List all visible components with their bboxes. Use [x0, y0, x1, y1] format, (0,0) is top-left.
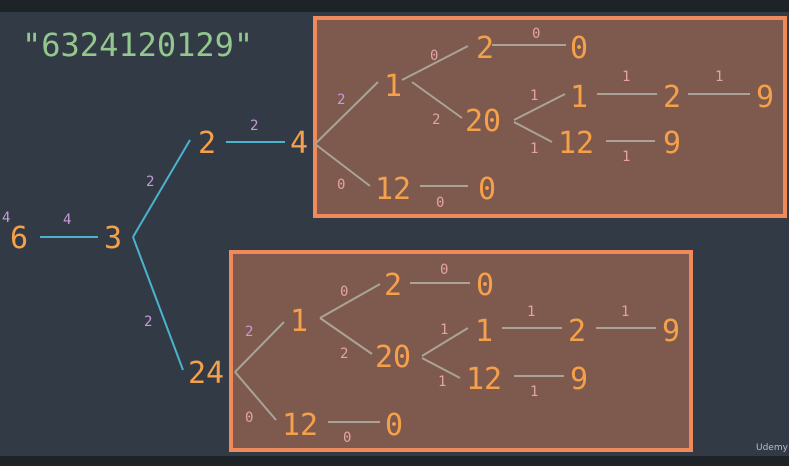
- bottom-label-2-9: 1: [621, 304, 629, 320]
- top-label-20-1: 1: [530, 88, 538, 104]
- bottom-label-24-1: 2: [245, 324, 253, 340]
- top-node-12b: 12: [375, 172, 411, 207]
- bottom-node-20: 20: [375, 340, 411, 375]
- bottom-label-1-20: 2: [340, 346, 348, 362]
- bottom-label-12-0: 0: [343, 430, 351, 446]
- highlight-box-top: [313, 16, 787, 218]
- top-node-20: 20: [465, 104, 501, 139]
- bottom-node-9a: 9: [662, 314, 680, 349]
- bottom-label-2-0: 0: [440, 262, 448, 278]
- top-node-12: 12: [558, 126, 594, 161]
- bottom-node-2b: 2: [568, 314, 586, 349]
- label-3-2: 2: [146, 174, 154, 190]
- top-node-0b: 0: [478, 172, 496, 207]
- label-2-4: 2: [250, 118, 258, 134]
- top-node-0: 0: [570, 31, 588, 66]
- top-node-1b: 1: [570, 80, 588, 115]
- node-4: 4: [290, 126, 308, 161]
- bottom-node-12b: 12: [282, 408, 318, 443]
- bottom-node-1: 1: [290, 304, 308, 339]
- highlight-box-bottom: [229, 250, 693, 452]
- bottom-node-12: 12: [466, 362, 502, 397]
- input-string: "6324120129": [22, 26, 253, 64]
- bottom-label-24-12: 0: [245, 410, 253, 426]
- top-label-2-0: 0: [532, 26, 540, 42]
- top-node-9a: 9: [756, 80, 774, 115]
- node-2: 2: [198, 126, 216, 161]
- bottom-node-2: 2: [384, 268, 402, 303]
- diagram-canvas: "6324120129" 6 3 2 4 24: [0, 12, 789, 456]
- label-6-top: 4: [2, 210, 10, 226]
- label-3-24: 2: [144, 314, 152, 330]
- edge-3-2: [132, 139, 191, 238]
- bottom-label-20-12: 1: [438, 374, 446, 390]
- bottom-label-12-9: 1: [530, 384, 538, 400]
- bottom-node-0b: 0: [385, 408, 403, 443]
- bottom-node-9b: 9: [570, 362, 588, 397]
- top-node-2: 2: [476, 31, 494, 66]
- bottom-label-1-2: 0: [340, 284, 348, 300]
- top-label-12-0: 0: [436, 195, 444, 211]
- udemy-watermark: Udemy: [756, 443, 789, 453]
- bottom-node-0: 0: [476, 268, 494, 303]
- top-label-4-12: 0: [337, 177, 345, 193]
- node-24: 24: [188, 356, 224, 391]
- edge-3-24: [132, 236, 184, 371]
- top-label-1-20: 2: [432, 112, 440, 128]
- bottom-subtree-edges: [234, 282, 656, 423]
- top-label-4-1: 2: [337, 92, 345, 108]
- bottom-label-20-1: 1: [440, 322, 448, 338]
- top-label-1-2b: 1: [622, 69, 630, 85]
- node-6: 6: [10, 221, 28, 256]
- top-node-1: 1: [384, 69, 402, 104]
- bottom-node-1b: 1: [475, 314, 493, 349]
- node-3: 3: [104, 221, 122, 256]
- label-6-3: 4: [63, 212, 71, 228]
- trie-diagram: "6324120129" 6 3 2 4 24: [2, 16, 789, 453]
- top-node-9b: 9: [663, 126, 681, 161]
- top-label-20-12: 1: [530, 141, 538, 157]
- top-label-12-9: 1: [622, 149, 630, 165]
- top-label-2-9: 1: [715, 69, 723, 85]
- bottom-bar: [0, 456, 789, 466]
- top-node-2b: 2: [663, 80, 681, 115]
- top-label-1-2: 0: [430, 48, 438, 64]
- bottom-label-1-2b: 1: [527, 304, 535, 320]
- top-subtree-edges: [314, 44, 750, 187]
